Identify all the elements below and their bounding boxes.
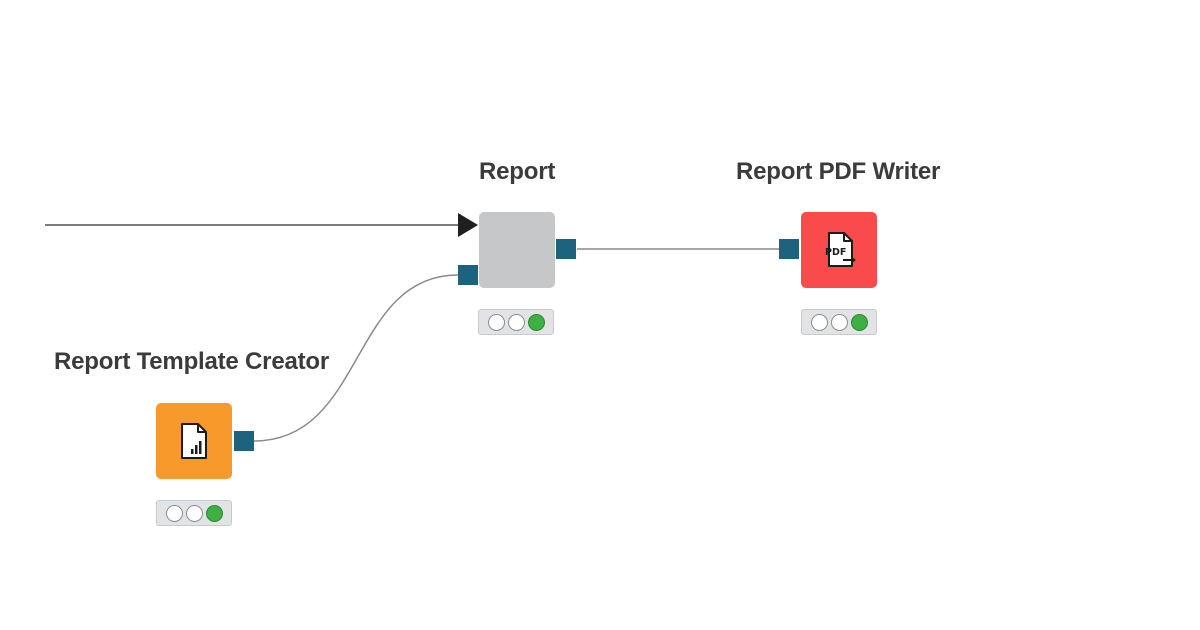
node-body-report-pdf-writer[interactable]: PDF: [801, 212, 877, 288]
status-light-green-icon: [205, 504, 223, 522]
node-label-report: Report: [479, 158, 556, 185]
status-light-off-icon: [487, 313, 505, 331]
status-lights-report-pdf-writer: [801, 309, 877, 335]
status-light-off-icon: [165, 504, 183, 522]
status-light-off-icon: [507, 313, 525, 331]
status-light-off-icon: [810, 313, 828, 331]
status-light-green-icon: [527, 313, 545, 331]
pdf-icon-text: PDF: [825, 247, 846, 258]
node-body-report-template-creator[interactable]: [156, 403, 232, 479]
input-port-report[interactable]: [458, 265, 478, 285]
template-creator-to-report-connection[interactable]: [253, 274, 459, 442]
output-port-report-template-creator[interactable]: [234, 431, 254, 451]
status-lights-report-template-creator: [156, 500, 232, 526]
node-label-report-pdf-writer: Report PDF Writer: [736, 158, 941, 185]
node-body-report[interactable]: [479, 212, 555, 288]
report-document-icon: [181, 423, 207, 459]
status-light-green-icon: [850, 313, 868, 331]
input-port-report-pdf-writer[interactable]: [779, 239, 799, 259]
status-light-off-icon: [830, 313, 848, 331]
node-label-report-template-creator: Report Template Creator: [54, 348, 330, 375]
pdf-document-icon: PDF: [825, 232, 856, 267]
output-port-report[interactable]: [556, 239, 576, 259]
status-lights-report: [478, 309, 554, 335]
status-light-off-icon: [185, 504, 203, 522]
flow-arrow-icon: [458, 213, 478, 237]
